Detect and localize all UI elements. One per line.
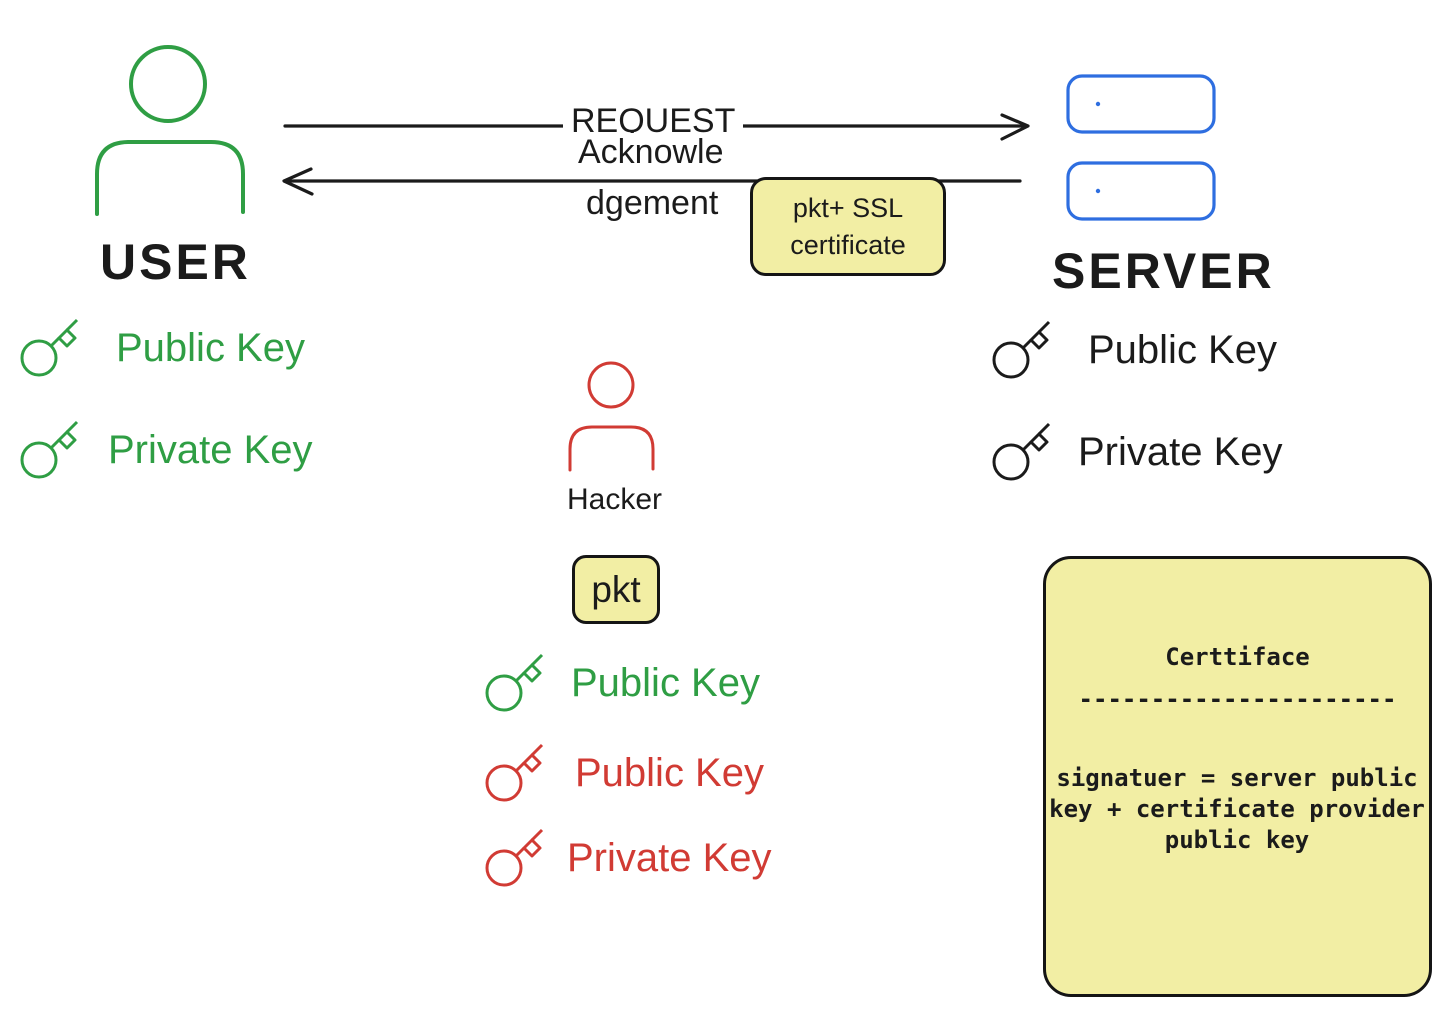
certificate-body: signatuer = server public key + certific…: [1049, 764, 1425, 854]
hacker-label: Hacker: [567, 483, 663, 516]
hacker-red-public-key-label: Public Key: [575, 750, 764, 795]
acknowledgement-label-line1: Acknowle: [570, 133, 732, 172]
acknowledgement-label-line2: dgement: [578, 184, 727, 223]
key-icon: [20, 420, 79, 479]
request-arrowhead: [1000, 113, 1030, 141]
user-public-key-label: Public Key: [116, 325, 305, 370]
certificate-divider: ----------------------: [1078, 685, 1397, 713]
hacker-red-private-key-row: Private Key: [483, 828, 772, 888]
hacker-red-public-key-row: Public Key: [483, 743, 764, 803]
user-label: USER: [100, 234, 251, 290]
certificate-title: Certtiface: [1165, 643, 1310, 671]
ack-arrowhead: [282, 167, 314, 196]
user-private-key-label: Private Key: [108, 427, 313, 472]
key-icon: [485, 743, 544, 802]
key-icon: [992, 422, 1051, 481]
hacker-green-public-key-label: Public Key: [571, 660, 760, 705]
ssl-box-line2: certificate: [790, 229, 906, 260]
server-private-key-row: Private Key: [990, 422, 1283, 482]
pkt-ssl-certificate-box: pkt+ SSL certificate: [750, 177, 946, 276]
pkt-box-label: pkt: [591, 568, 641, 610]
server-public-key-row: Public Key: [990, 320, 1277, 380]
server-public-key-label: Public Key: [1088, 327, 1277, 372]
key-icon: [992, 320, 1051, 379]
hacker-red-private-key-label: Private Key: [567, 835, 772, 880]
server-icon: [1066, 74, 1216, 221]
user-private-key-row: Private Key: [18, 420, 313, 480]
key-icon: [485, 653, 544, 712]
key-icon: [485, 828, 544, 887]
ssl-box-line1: pkt+ SSL: [792, 192, 904, 223]
key-icon: [20, 318, 79, 377]
server-label: SERVER: [1052, 243, 1275, 299]
hacker-person-icon: [568, 361, 655, 472]
user-person-icon: [95, 45, 245, 216]
server-private-key-label: Private Key: [1078, 429, 1283, 474]
user-public-key-row: Public Key: [18, 318, 305, 378]
pkt-box: pkt: [572, 555, 660, 624]
hacker-green-public-key-row: Public Key: [483, 653, 760, 713]
certificate-box: Certtiface ---------------------- signat…: [1043, 556, 1432, 997]
